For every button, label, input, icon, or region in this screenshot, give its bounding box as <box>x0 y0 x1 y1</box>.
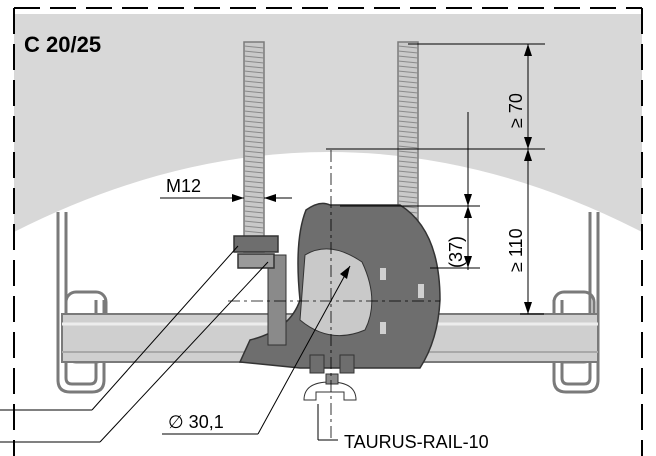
thread-mark <box>243 135 265 139</box>
thread-mark <box>397 70 419 74</box>
thread-mark <box>397 175 419 179</box>
thread-mark <box>397 110 419 114</box>
thread-mark <box>397 80 419 84</box>
thread-mark <box>397 55 419 59</box>
thread-mark <box>243 190 265 194</box>
dim-top-label: ≥ 70 <box>506 93 526 128</box>
thread-label: M12 <box>166 176 201 196</box>
thread-mark <box>243 45 265 49</box>
thread-mark <box>397 90 419 94</box>
thread-mark <box>243 65 265 69</box>
thread-mark <box>243 100 265 104</box>
thread-mark <box>243 150 265 154</box>
thread-mark <box>243 90 265 94</box>
thread-mark <box>243 60 265 64</box>
thread-mark <box>243 70 265 74</box>
rail-label: TAURUS-RAIL-10 <box>344 432 489 452</box>
thread-mark <box>243 85 265 89</box>
thread-mark <box>243 205 265 209</box>
thread-mark <box>243 50 265 54</box>
left-bracket <box>56 212 108 394</box>
model-label: C 20/25 <box>24 32 101 57</box>
thread-mark <box>243 115 265 119</box>
thread-mark <box>397 85 419 89</box>
thread-mark <box>243 155 265 159</box>
thread-mark <box>397 100 419 104</box>
thread-mark <box>243 195 265 199</box>
diameter-label: ∅ 30,1 <box>168 412 224 432</box>
thread-mark <box>243 220 265 224</box>
thread-mark <box>243 75 265 79</box>
background-panel <box>14 14 642 232</box>
thread-mark <box>397 145 419 149</box>
thread-mark <box>397 50 419 54</box>
dim-offset-label: (37) <box>446 236 466 268</box>
thread-mark <box>243 180 265 184</box>
thread-mark <box>243 130 265 134</box>
thread-mark <box>243 215 265 219</box>
thread-mark <box>243 210 265 214</box>
thread-mark <box>397 190 419 194</box>
thread-mark <box>243 95 265 99</box>
thread-mark <box>397 195 419 199</box>
thread-mark <box>243 140 265 144</box>
thread-mark <box>397 115 419 119</box>
thread-mark <box>397 120 419 124</box>
dimension-lines <box>0 43 545 443</box>
thread-mark <box>243 175 265 179</box>
dashed-frame <box>13 7 643 456</box>
thread-mark <box>397 125 419 129</box>
thread-mark <box>397 65 419 69</box>
right-bracket <box>552 212 600 394</box>
thread-mark <box>397 135 419 139</box>
thread-mark <box>397 165 419 169</box>
rail-profile <box>303 354 357 401</box>
thread-mark <box>243 105 265 109</box>
centre-lines <box>228 150 440 440</box>
thread-mark <box>397 200 419 204</box>
thread-mark <box>243 165 265 169</box>
thread-mark <box>243 120 265 124</box>
thread-mark <box>397 185 419 189</box>
thread-mark <box>243 145 265 149</box>
dim-main-label: ≥ 110 <box>506 228 526 272</box>
thread-mark <box>243 55 265 59</box>
thread-mark <box>243 185 265 189</box>
dimension-arrows <box>232 44 532 314</box>
hex-nut <box>233 235 279 269</box>
thread-mark <box>397 75 419 79</box>
thread-mark <box>397 130 419 134</box>
thread-mark <box>397 170 419 174</box>
thread-mark <box>243 160 265 164</box>
thread-mark <box>243 170 265 174</box>
thread-mark <box>243 125 265 129</box>
thread-mark <box>243 200 265 204</box>
thread-mark <box>243 110 265 114</box>
thread-mark <box>397 60 419 64</box>
thread-mark <box>243 80 265 84</box>
thread-mark <box>397 95 419 99</box>
thread-mark <box>397 180 419 184</box>
thread-mark <box>397 160 419 164</box>
thread-mark <box>243 230 265 234</box>
thread-mark <box>397 105 419 109</box>
thread-mark <box>243 225 265 229</box>
thread-mark <box>397 155 419 159</box>
thread-mark <box>397 45 419 49</box>
thread-mark <box>397 140 419 144</box>
thread-mark <box>397 150 419 154</box>
